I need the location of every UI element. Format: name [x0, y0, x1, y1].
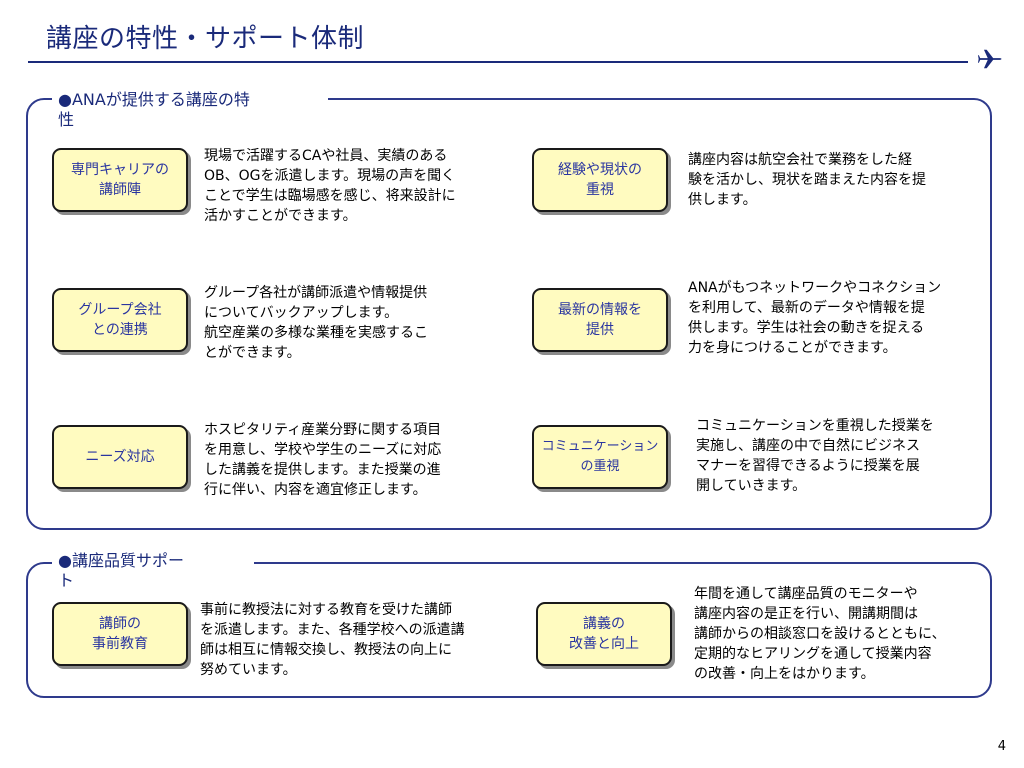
- title-divider: [28, 61, 968, 63]
- quality-support-panel-label: ●講座品質サポー ト: [52, 551, 254, 591]
- feature-desc-group-cooperation: グループ各社が講師派遣や情報提供 についてバックアップします。 航空産業の多様な…: [204, 285, 428, 361]
- page-number: 4: [997, 739, 1006, 754]
- support-pill-lecture-improvement: 講義の 改善と向上: [536, 602, 672, 666]
- support-pill-instructor-training: 講師の 事前教育: [52, 602, 188, 666]
- feature-desc-experience: 講座内容は航空会社で業務をした経 験を活かし、現状を踏まえた内容を提 供します。: [688, 152, 926, 208]
- feature-pill-group-cooperation: グループ会社 との連携: [52, 288, 188, 352]
- airplane-icon: [978, 49, 1002, 69]
- feature-pill-experience: 経験や現状の 重視: [532, 148, 668, 212]
- feature-pill-latest-info: 最新の情報を 提供: [532, 288, 668, 352]
- support-desc-instructor-training: 事前に教授法に対する教育を受けた講師 を派遣します。また、各種学校への派遣講 師…: [200, 602, 465, 678]
- feature-desc-latest-info: ANAがもつネットワークやコネクション を利用して、最新のデータや情報を提 供し…: [688, 280, 942, 356]
- features-panel-label: ●ANAが提供する講座の特 性: [52, 90, 328, 130]
- feature-desc-needs: ホスピタリティ産業分野に関する項目 を用意し、学校や学生のニーズに対応 した講義…: [204, 422, 442, 498]
- support-desc-lecture-improvement: 年間を通して講座品質のモニターや 講座内容の是正を行い、開講期間は 講師からの相…: [694, 586, 946, 682]
- quality-support-panel: [26, 562, 992, 698]
- feature-pill-specialist-instructors: 専門キャリアの 講師陣: [52, 148, 188, 212]
- features-panel: [26, 98, 992, 530]
- feature-pill-communication: コミュニケーション の重視: [532, 425, 668, 489]
- feature-desc-specialist-instructors: 現場で活躍するCAや社員、実績のある OB、OGを派遣します。現場の声を聞く こ…: [204, 148, 456, 224]
- feature-pill-needs: ニーズ対応: [52, 425, 188, 489]
- feature-desc-communication: コミュニケーションを重視した授業を 実施し、講座の中で自然にビジネス マナーを習…: [696, 418, 934, 494]
- page-title: 講座の特性・サポート体制: [46, 24, 365, 54]
